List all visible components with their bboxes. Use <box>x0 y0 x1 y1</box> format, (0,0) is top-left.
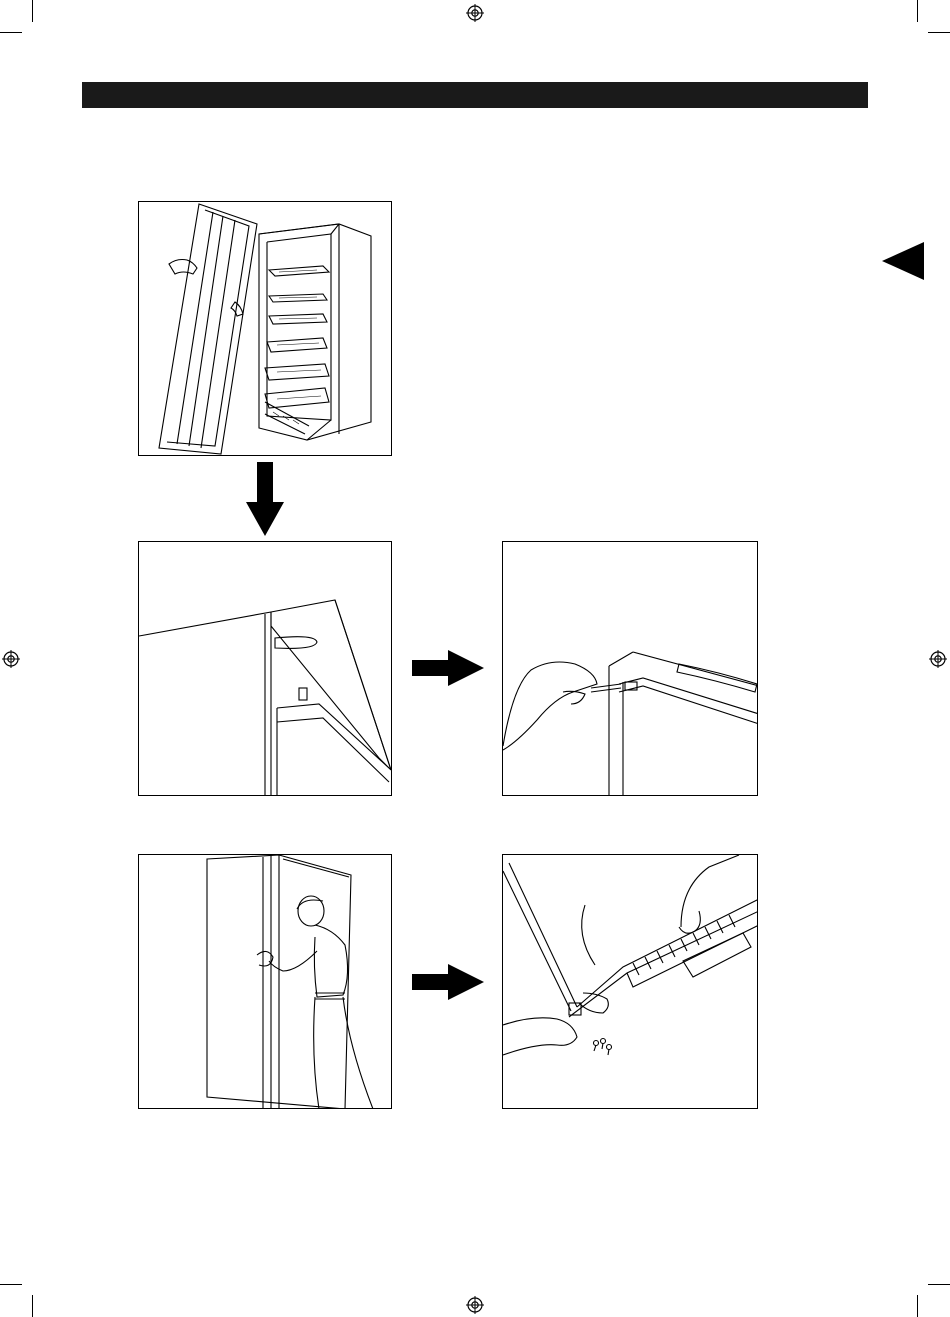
crop-mark-bottom-left-h <box>0 1284 22 1285</box>
crosshair-circle-icon <box>2 650 20 668</box>
arrow-down-icon <box>246 462 284 536</box>
crop-mark-top-left-h <box>0 32 22 33</box>
arrow-right-icon <box>412 650 484 686</box>
hinge-cover-illustration <box>139 542 392 796</box>
crop-mark-bottom-left-v <box>32 1295 33 1317</box>
screwdriver-hand-illustration <box>503 542 758 796</box>
crop-mark-bottom-right-h <box>928 1284 950 1285</box>
figure-bottom-hinge-screws <box>502 854 758 1109</box>
figure-hinge-cover <box>138 541 392 796</box>
figure-open-freezer <box>138 201 392 456</box>
crosshair-circle-icon <box>929 650 947 668</box>
figure-lift-door <box>138 854 392 1109</box>
crop-mark-top-right-v <box>917 0 918 22</box>
crop-mark-top-left-v <box>32 0 33 22</box>
crop-mark-top-right-h <box>928 32 950 33</box>
crop-mark-bottom-right-v <box>917 1295 918 1317</box>
man-lifting-door-illustration <box>139 855 392 1109</box>
figure-remove-hinge-cover <box>502 541 758 796</box>
freezer-door-illustration <box>139 202 392 456</box>
crosshair-circle-icon <box>466 4 484 22</box>
crosshair-circle-icon <box>466 1296 484 1314</box>
bottom-hinge-illustration <box>503 855 758 1109</box>
triangle-left-icon[interactable] <box>882 242 924 280</box>
arrow-right-icon <box>412 964 484 1000</box>
section-header-bar <box>82 82 868 108</box>
